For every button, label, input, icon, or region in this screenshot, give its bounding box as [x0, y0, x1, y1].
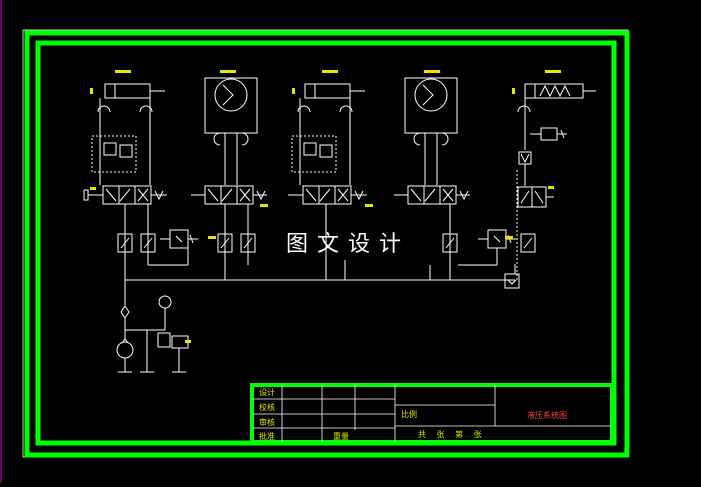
drawing-name: 液压系统图: [527, 411, 567, 420]
title-label-weight: 重量: [333, 432, 349, 441]
throttle-valve-1: [117, 233, 133, 253]
watermark-text: 图文设计: [286, 232, 411, 257]
direction-valve-2: [204, 185, 254, 205]
direction-valve-4: [407, 185, 457, 205]
motor-housing-4: [404, 77, 458, 134]
rotary-motor-2: [214, 78, 248, 112]
valve-block-3: [291, 135, 337, 173]
outer-green-frame: [24, 30, 630, 458]
hydraulic-pump: [116, 341, 134, 359]
title-label-scale: 比例: [401, 410, 417, 419]
title-label-design: 设计: [259, 388, 275, 397]
motor-housing-2: [204, 77, 258, 134]
cylinder-3: [304, 83, 351, 99]
spring-cylinder-5: [524, 83, 584, 99]
rotary-motor-4: [414, 78, 448, 112]
accumulator-valve: [504, 273, 520, 289]
title-label-review: 审核: [259, 418, 275, 427]
direction-valve-1: [102, 185, 152, 205]
title-label-approve: 批准: [259, 432, 275, 441]
sheet-count: 共 张 第 张: [418, 430, 486, 439]
circuit-lines: [83, 77, 596, 373]
pressure-gauge: [158, 295, 172, 309]
title-block-frame: [250, 383, 614, 444]
filter: [120, 305, 130, 319]
title-label-check: 校核: [259, 403, 275, 412]
direction-valve-3: [302, 185, 352, 205]
title-block-grid: [252, 385, 612, 442]
component-tags: [90, 70, 561, 343]
valve-block-1: [91, 135, 137, 173]
cylinder-1: [104, 83, 151, 99]
